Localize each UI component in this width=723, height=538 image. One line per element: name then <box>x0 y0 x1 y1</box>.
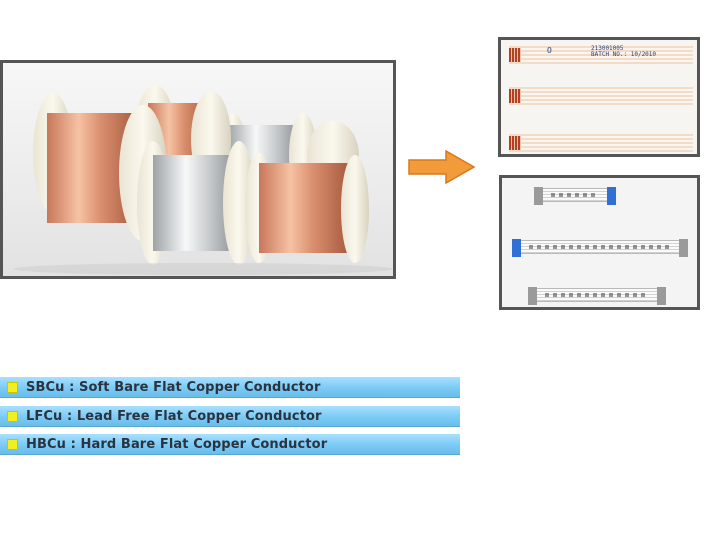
cable-markings <box>545 293 649 297</box>
ribbon-contacts <box>509 48 521 62</box>
cable-connector <box>534 187 543 205</box>
copper-spools-photo <box>0 60 396 279</box>
cable-connector <box>679 239 688 257</box>
ffc-ribbons-photo: O 213001005 BATCH NO.: 10/2010 <box>498 37 700 157</box>
legend-bullet-icon <box>7 410 18 422</box>
cable-connector <box>607 187 616 205</box>
legend-bullet-icon <box>7 381 18 393</box>
copper-spools-illustration <box>13 85 393 275</box>
table-shadow <box>13 263 393 275</box>
cable-connector <box>512 239 521 257</box>
legend-label: HBCu : Hard Bare Flat Copper Conductor <box>26 436 328 452</box>
ffc-cables-photo <box>499 175 700 310</box>
ffc-cable <box>528 287 666 305</box>
ribbon-contacts <box>509 89 521 103</box>
print-line-1: 213001005 <box>591 45 624 52</box>
print-mark: O <box>547 46 552 55</box>
arrow-shape <box>408 150 476 184</box>
ffc-ribbon <box>509 46 693 64</box>
print-line-2: BATCH NO.: 10/2010 <box>591 51 657 58</box>
ffc-ribbon <box>509 87 693 105</box>
cable-connector <box>528 287 537 305</box>
cable-markings <box>551 193 599 197</box>
ffc-ribbon <box>509 134 693 152</box>
arrow-right-icon <box>408 150 476 184</box>
legend-bullet-icon <box>7 438 18 450</box>
ffc-cable <box>512 239 688 257</box>
ribbon-contacts <box>509 136 521 150</box>
legend-item-lfcu: LFCu : Lead Free Flat Copper Conductor <box>0 406 460 427</box>
legend-item-hbcu: HBCu : Hard Bare Flat Copper Conductor <box>0 434 460 455</box>
silver-spool-front <box>153 155 235 251</box>
copper-spool-right <box>259 163 349 253</box>
cable-markings <box>529 245 671 249</box>
legend-label: SBCu : Soft Bare Flat Copper Conductor <box>26 379 321 395</box>
spool-flange <box>341 155 369 263</box>
cable-connector <box>657 287 666 305</box>
legend-item-sbcu: SBCu : Soft Bare Flat Copper Conductor <box>0 377 460 398</box>
legend-label: LFCu : Lead Free Flat Copper Conductor <box>26 408 322 424</box>
ffc-cable <box>534 187 616 205</box>
